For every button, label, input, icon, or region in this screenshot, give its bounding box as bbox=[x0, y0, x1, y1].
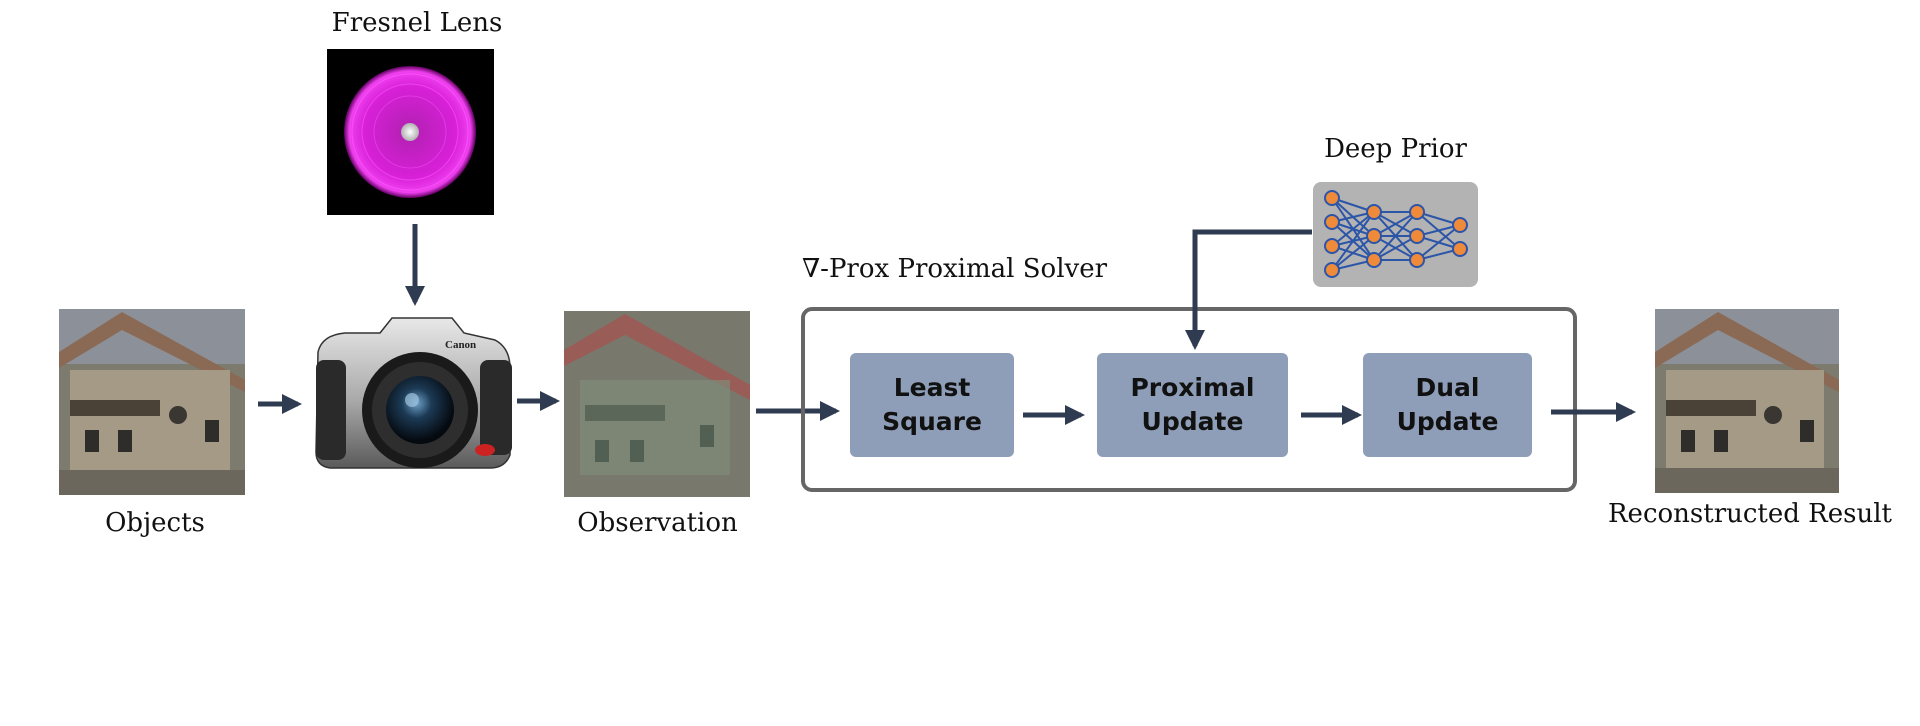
fresnel-lens-image bbox=[327, 49, 494, 215]
dual-update-line1: Dual bbox=[1415, 373, 1480, 403]
camera-image: Canon bbox=[315, 317, 512, 469]
fresnel-lens-label: Fresnel Lens bbox=[331, 8, 503, 38]
least-square-line1: Least bbox=[893, 373, 971, 403]
camera-brand-text: Canon bbox=[445, 339, 476, 351]
proximal-update-line1: Proximal bbox=[1130, 373, 1255, 403]
dual-update-line2: Update bbox=[1396, 407, 1499, 436]
reconstructed-result-label: Reconstructed Result bbox=[1607, 499, 1892, 529]
objects-image bbox=[59, 309, 245, 495]
result-image bbox=[1655, 309, 1839, 493]
deep-prior-network bbox=[1313, 182, 1478, 287]
observation-image bbox=[564, 311, 750, 497]
deep-prior-label: Deep Prior bbox=[1324, 134, 1467, 164]
solver-frame bbox=[801, 307, 1577, 492]
least-square-line2: Square bbox=[882, 407, 982, 436]
objects-label: Objects bbox=[105, 508, 205, 538]
solver-title: ∇-Prox Proximal Solver bbox=[802, 254, 1108, 284]
prior-to-proximal-arrow bbox=[1185, 229, 1312, 350]
proximal-update-line2: Update bbox=[1141, 407, 1244, 436]
observation-label: Observation bbox=[577, 508, 738, 538]
